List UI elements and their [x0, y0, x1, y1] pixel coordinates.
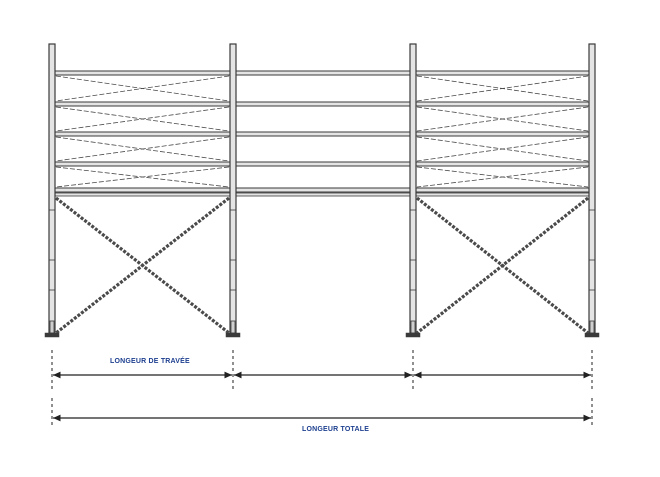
base-plate [405, 332, 421, 338]
upper-brace [416, 75, 589, 102]
ledger-tube [51, 161, 593, 167]
upper-brace [55, 166, 230, 188]
base-jack [230, 320, 236, 334]
total-length-label: LONGEUR TOTALE [300, 426, 372, 433]
upper-brace [55, 75, 230, 102]
ledger-tube [51, 187, 593, 193]
ledger-tube [51, 101, 593, 107]
base-jack [49, 320, 55, 334]
ledger-tube [51, 131, 593, 137]
dimension-lines [51, 350, 593, 425]
base-plate [44, 332, 60, 338]
deck-plank [51, 192, 593, 197]
base-plate [225, 332, 241, 338]
ledger-tube [51, 70, 593, 76]
lower-cross-brace [416, 196, 589, 335]
braces-layer [55, 75, 589, 335]
bay-length-label: LONGEUR DE TRAVÉE [108, 358, 192, 365]
base-jack [589, 320, 595, 334]
upper-brace [416, 166, 589, 188]
upper-brace [416, 106, 589, 132]
bases-layer [44, 320, 600, 338]
lower-cross-brace [55, 196, 230, 335]
base-plate [584, 332, 600, 338]
upper-brace [55, 136, 230, 162]
upper-brace [55, 106, 230, 132]
upper-brace [416, 136, 589, 162]
base-jack [410, 320, 416, 334]
